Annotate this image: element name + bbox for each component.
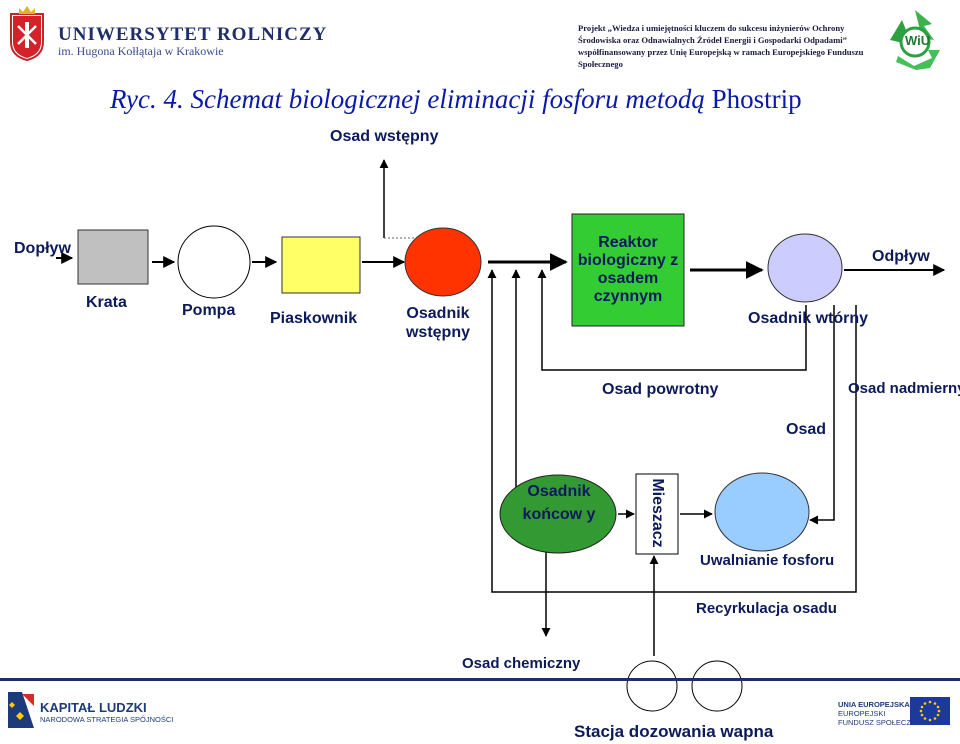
line-osad-nadmierny xyxy=(809,305,835,525)
label-piaskownik: Piaskownik xyxy=(270,310,358,327)
wiu-logo: WiU xyxy=(880,6,950,77)
label-recyrkulacja: Recyrkulacja osadu xyxy=(696,600,837,617)
kapital-ludzki-subtitle: NARODOWA STRATEGIA SPÓJNOŚCI xyxy=(40,715,174,724)
eu-line-1: UNIA EUROPEJSKA xyxy=(838,700,910,709)
uwalnianie-circle xyxy=(714,472,810,552)
label-krata: Krata xyxy=(86,294,127,311)
label-osad-chemiczny: Osad chemiczny xyxy=(462,655,581,672)
project-text: Projekt „Wiedza i umiejętności kluczem d… xyxy=(578,23,864,69)
mieszacz-box xyxy=(635,473,679,555)
krata-box xyxy=(77,229,149,285)
label-doplyw: Dopływ xyxy=(14,240,71,257)
label-uwalnianie: Uwalnianie fosforu xyxy=(700,552,835,569)
university-name: UNIWERSYTET ROLNICZY xyxy=(58,24,328,45)
title-italic: Ryc. 4. Schemat biologicznej eliminacji … xyxy=(110,84,705,114)
label-osadnik-koncowy: Osadnik końcow y xyxy=(522,483,596,523)
kapital-ludzki-title: KAPITAŁ LUDZKI xyxy=(40,700,147,715)
label-osadnik-wtorny: Osadnik wtórny xyxy=(748,310,869,327)
pompa-circle xyxy=(177,225,251,299)
label-odplyw: Odpływ xyxy=(872,248,930,265)
osadnik-wtorny-circle xyxy=(767,233,843,303)
university-logo xyxy=(6,4,48,67)
label-osad-powrotny: Osad powrotny xyxy=(602,381,719,398)
eu-line-2: EUROPEJSKI xyxy=(838,709,886,718)
osadnik-koncowy-ellipse xyxy=(499,474,617,554)
label-reaktor: Reaktor biologiczny z osadem czynnym xyxy=(577,234,679,305)
label-osad-nadmierny: Osad nadmierny xyxy=(848,380,960,397)
university-subtitle: im. Hugona Kołłątaja w Krakowie xyxy=(58,44,224,58)
piaskownik-box xyxy=(281,236,361,294)
reaktor-box xyxy=(571,213,685,327)
stacja-circle-2 xyxy=(691,660,743,712)
label-stacja: Stacja dozowania wapna xyxy=(574,722,774,741)
kapital-ludzki-logo xyxy=(6,690,36,735)
label-pompa: Pompa xyxy=(182,302,236,319)
label-osad: Osad xyxy=(786,421,827,438)
line-recyrkulacja xyxy=(487,269,857,593)
label-osad-wstepny-top: Osad wstępny xyxy=(330,128,439,145)
page-title: Ryc. 4. Schemat biologicznej eliminacji … xyxy=(110,84,802,115)
label-mieszacz: Mieszacz xyxy=(649,478,666,548)
stacja-circle-1 xyxy=(626,660,678,712)
line-osad-powrotny xyxy=(537,269,807,371)
footer-divider xyxy=(0,678,960,681)
osadnik-wstepny-circle xyxy=(404,227,482,297)
eu-line-3: FUNDUSZ SPOŁECZNY xyxy=(838,718,922,727)
eu-flag-icon xyxy=(910,697,950,730)
label-osadnik-wstepny: Osadnik wstępny xyxy=(405,305,470,341)
wiu-logo-text: WiU xyxy=(905,33,931,48)
title-plain: Phostrip xyxy=(711,84,802,114)
